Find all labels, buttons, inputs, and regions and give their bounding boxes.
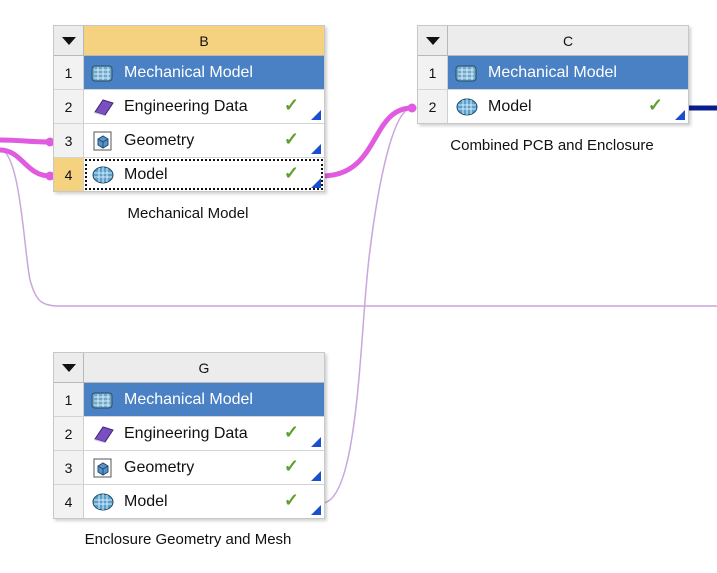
cell-mechanical-model[interactable]: 1 Mechanical Model — [54, 56, 324, 90]
check-icon: ✓ — [283, 422, 299, 442]
cell-engineering-data[interactable]: 2 Engineering Data ✓ — [54, 90, 324, 124]
cell-corner-icon — [311, 471, 321, 481]
mechanical-model-icon — [90, 62, 116, 84]
cell-corner-icon — [311, 437, 321, 447]
engineering-data-icon — [90, 423, 116, 445]
cell-label: Mechanical Model — [124, 390, 253, 408]
cell-label: Mechanical Model — [124, 63, 253, 81]
system-c-caption[interactable]: Combined PCB and Enclosure — [450, 137, 654, 154]
system-b[interactable]: B 1 Mechanical Model 2 Engineering Data … — [53, 25, 325, 192]
system-b-menu-toggle[interactable] — [54, 26, 84, 55]
cell-label: Model — [124, 492, 168, 510]
connector-dot — [407, 103, 417, 113]
system-c-header[interactable]: C — [418, 26, 688, 56]
engineering-data-icon — [90, 96, 116, 118]
cell-label: Engineering Data — [124, 424, 248, 442]
cell-corner-icon — [311, 505, 321, 515]
system-c[interactable]: C 1 Mechanical Model 2 Model ✓ — [417, 25, 689, 124]
cell-model[interactable]: 4 Model ✓ — [54, 158, 324, 191]
cell-corner-icon — [311, 144, 321, 154]
cell-number: 2 — [54, 90, 84, 123]
system-c-menu-toggle[interactable] — [418, 26, 448, 55]
system-g-caption[interactable]: Enclosure Geometry and Mesh — [84, 531, 292, 548]
mechanical-model-icon — [454, 62, 480, 84]
thin-link-left — [0, 149, 717, 307]
geometry-icon — [90, 130, 116, 152]
system-b-caption[interactable]: Mechanical Model — [127, 205, 249, 222]
cell-model[interactable]: 2 Model ✓ — [418, 90, 688, 123]
model-icon — [90, 491, 116, 513]
check-icon: ✓ — [283, 95, 299, 115]
connector-dot — [45, 137, 55, 147]
cell-number: 4 — [54, 158, 84, 191]
dropdown-arrow-icon — [61, 36, 76, 45]
check-icon: ✓ — [647, 95, 663, 115]
model-icon — [90, 164, 116, 186]
thin-link-g-to-c — [321, 107, 413, 504]
cell-mechanical-model[interactable]: 1 Mechanical Model — [418, 56, 688, 90]
link-b-model-to-c-model — [321, 105, 413, 179]
cell-number: 3 — [54, 124, 84, 157]
connector-dot — [45, 171, 55, 181]
check-icon: ✓ — [283, 129, 299, 149]
cell-number: 2 — [54, 417, 84, 450]
check-icon: ✓ — [283, 456, 299, 476]
link-into-b-model — [0, 147, 51, 179]
link-into-b-geometry — [0, 137, 51, 145]
cell-model[interactable]: 4 Model ✓ — [54, 485, 324, 518]
geometry-icon — [90, 457, 116, 479]
cell-corner-icon — [311, 178, 321, 188]
system-g-menu-toggle[interactable] — [54, 353, 84, 382]
check-icon: ✓ — [283, 490, 299, 510]
system-g-header[interactable]: G — [54, 353, 324, 383]
cell-engineering-data[interactable]: 2 Engineering Data ✓ — [54, 417, 324, 451]
cell-corner-icon — [311, 110, 321, 120]
dropdown-arrow-icon — [61, 363, 76, 372]
cell-label: Model — [124, 165, 168, 183]
cell-label: Model — [488, 97, 532, 115]
cell-number: 4 — [54, 485, 84, 518]
cell-geometry[interactable]: 3 Geometry ✓ — [54, 124, 324, 158]
cell-number: 1 — [418, 56, 448, 89]
dropdown-arrow-icon — [425, 36, 440, 45]
system-c-letter: C — [448, 26, 688, 55]
system-b-letter: B — [84, 26, 324, 55]
cell-label: Geometry — [124, 458, 195, 476]
system-b-header[interactable]: B — [54, 26, 324, 56]
mechanical-model-icon — [90, 389, 116, 411]
cell-geometry[interactable]: 3 Geometry ✓ — [54, 451, 324, 485]
system-g[interactable]: G 1 Mechanical Model 2 Engineering Data … — [53, 352, 325, 519]
check-icon: ✓ — [283, 163, 299, 183]
cell-corner-icon — [675, 110, 685, 120]
system-g-letter: G — [84, 353, 324, 382]
cell-number: 1 — [54, 383, 84, 416]
model-icon — [454, 96, 480, 118]
cell-number: 1 — [54, 56, 84, 89]
cell-number: 3 — [54, 451, 84, 484]
cell-number: 2 — [418, 90, 448, 123]
cell-label: Mechanical Model — [488, 63, 617, 81]
cell-mechanical-model[interactable]: 1 Mechanical Model — [54, 383, 324, 417]
cell-label: Geometry — [124, 131, 195, 149]
cell-label: Engineering Data — [124, 97, 248, 115]
